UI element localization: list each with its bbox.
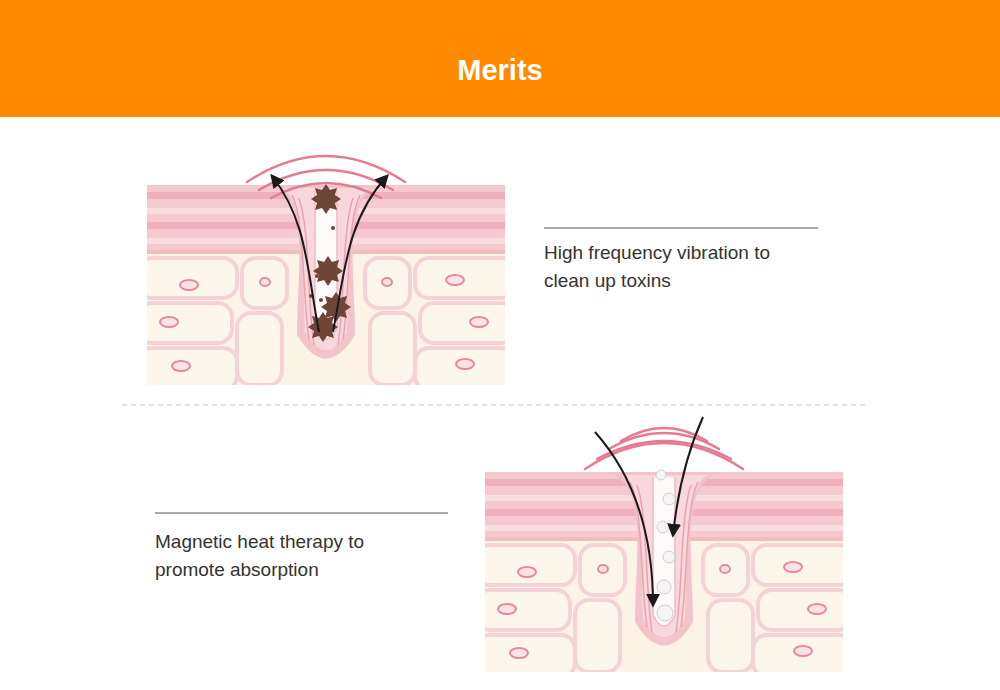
header-bar — [0, 0, 1000, 117]
toxin — [308, 184, 351, 342]
feature-label: High frequency vibration to clean up tox… — [544, 239, 784, 295]
page-title: Merits — [0, 52, 1000, 88]
skin-section — [137, 156, 515, 390]
skin-section — [475, 417, 853, 677]
absorption-bead — [656, 470, 675, 621]
feature-label: Magnetic heat therapy to promote absorpt… — [155, 528, 395, 584]
rule-line — [155, 513, 448, 514]
rule-line — [544, 228, 818, 229]
separator — [122, 405, 868, 406]
